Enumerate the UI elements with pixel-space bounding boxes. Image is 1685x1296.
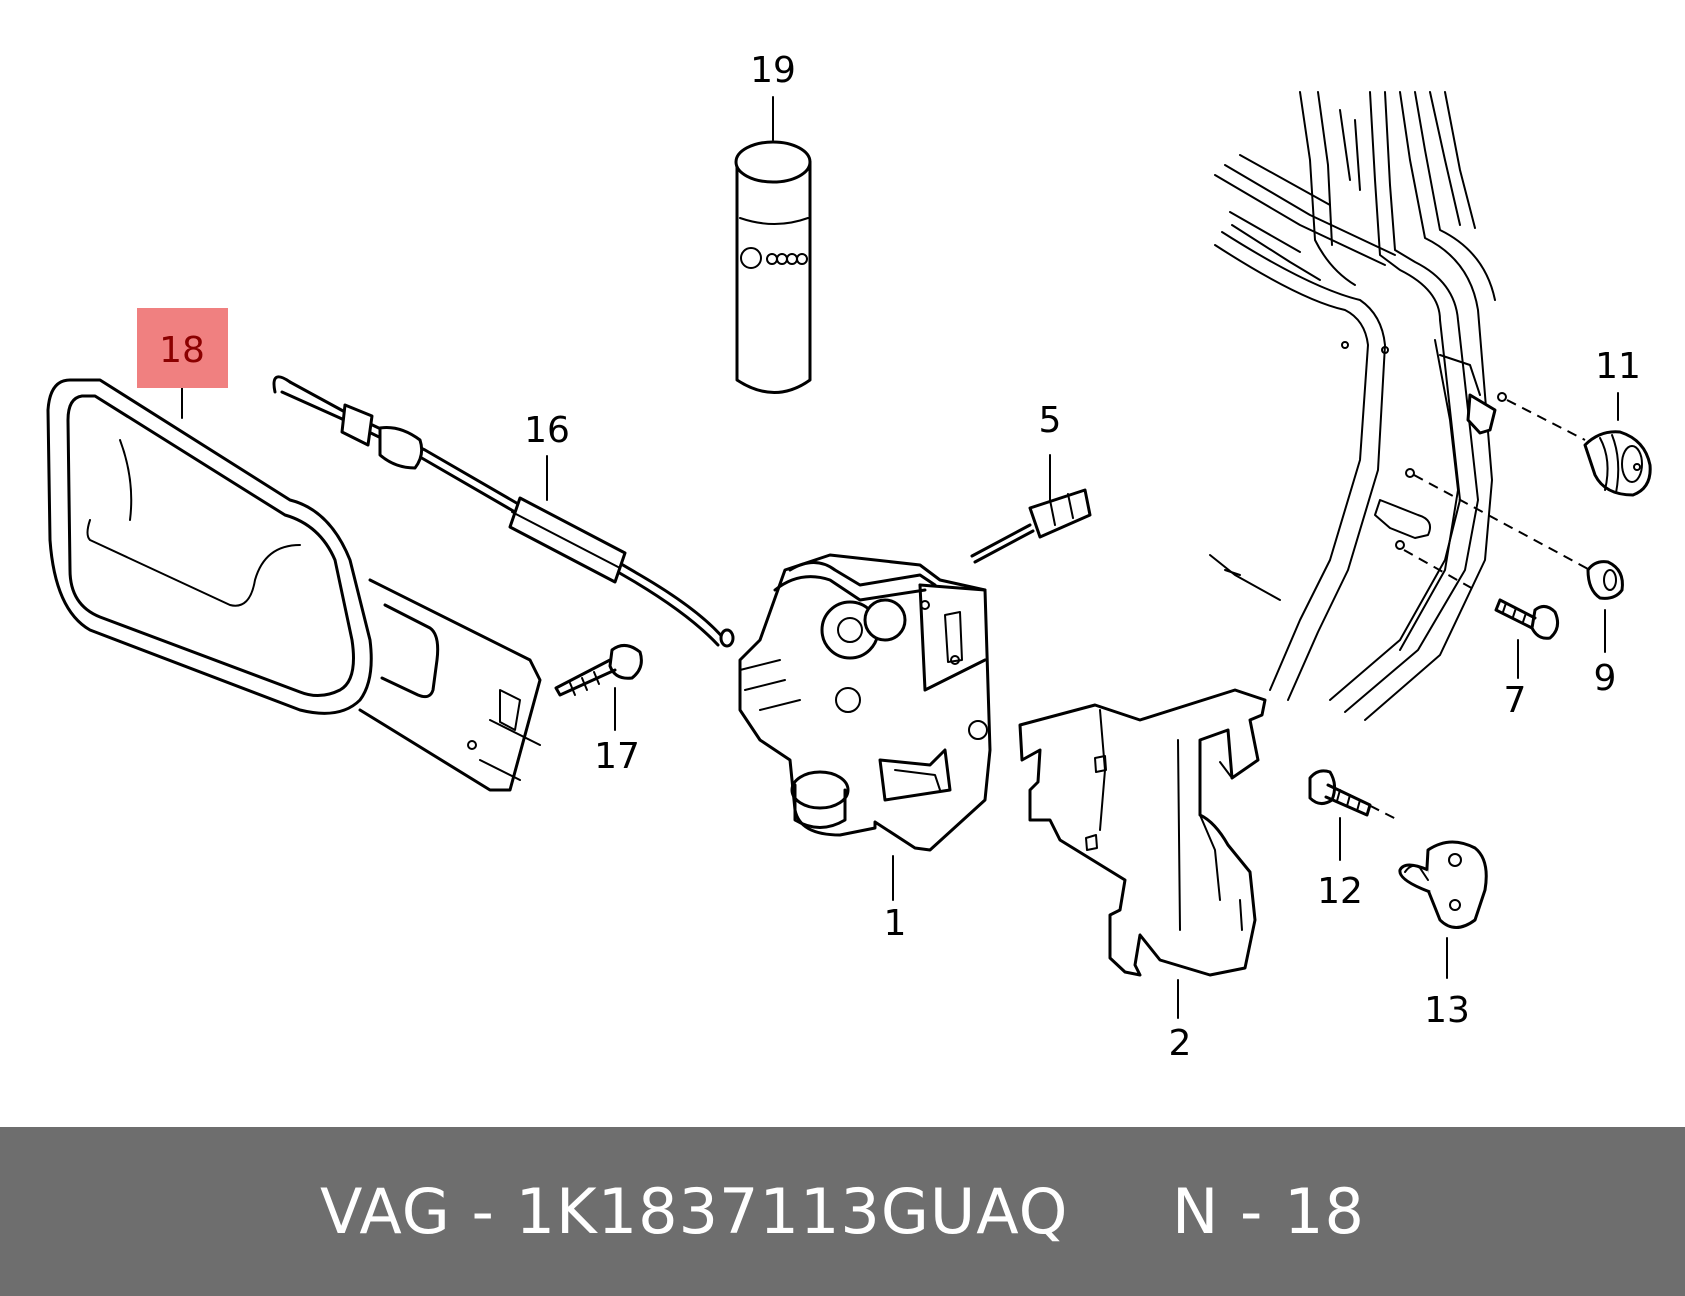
door-frame-outline [1209,91,1507,721]
label-1[interactable]: 1 [884,903,907,944]
part-7-bolt[interactable] [1494,598,1560,640]
label-16[interactable]: 16 [524,410,570,451]
part-11-plug[interactable] [1583,430,1652,497]
part-13-striker-plate[interactable] [1398,840,1488,929]
label-19[interactable]: 19 [750,50,796,91]
position-label: N - 18 [1171,1175,1365,1248]
footer-spacer [1068,1175,1172,1248]
brand-label: VAG [319,1175,451,1248]
part-18-door-handle[interactable] [46,378,542,792]
label-7[interactable]: 7 [1504,680,1527,721]
label-5[interactable]: 5 [1039,400,1062,441]
part-number-labels: 19 18 16 17 5 1 2 11 7 9 12 13 [159,50,1641,1064]
part-1-door-lock[interactable] [738,553,992,852]
parts-diagram: 19 18 16 17 5 1 2 11 7 9 12 13 [46,50,1652,1064]
label-13[interactable]: 13 [1424,990,1470,1031]
leader-lines [181,96,1619,1019]
part-19-lubricant-can[interactable] [734,140,812,394]
label-17[interactable]: 17 [594,736,640,777]
part-number-label: 1K1837113GUAQ [515,1175,1069,1248]
label-12[interactable]: 12 [1317,871,1363,912]
label-2[interactable]: 2 [1169,1023,1192,1064]
part-9-grommet[interactable] [1586,560,1624,600]
part-16-cable[interactable] [272,375,735,648]
part-2-bracket[interactable] [1018,688,1267,977]
brand-separator: - [450,1175,516,1248]
label-18[interactable]: 18 [159,330,205,371]
part-17-screw[interactable] [554,644,643,697]
part-12-screw[interactable] [1308,769,1372,817]
part-info-footer: VAG - 1K1837113GUAQ N - 18 [0,1127,1685,1296]
part-5-sensor[interactable] [970,488,1092,564]
highlight-box [137,308,228,388]
label-11[interactable]: 11 [1595,346,1641,387]
label-9[interactable]: 9 [1594,658,1617,699]
